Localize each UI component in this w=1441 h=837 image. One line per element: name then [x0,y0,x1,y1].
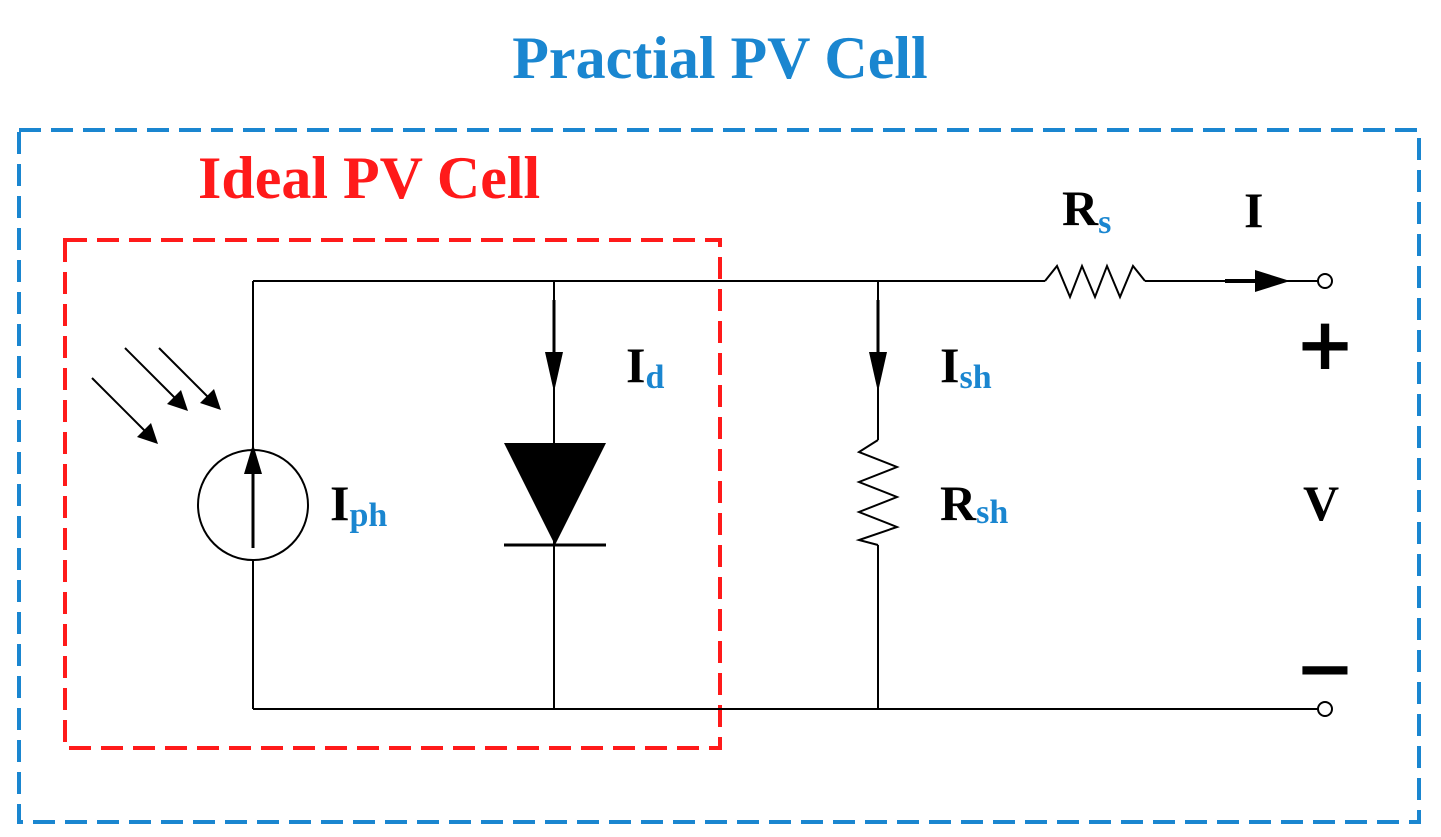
circuit-wires [252,280,1318,710]
diode-current-label: Id [626,337,664,396]
series-resistance-label: Rs [1062,180,1111,241]
ideal-pv-cell-boundary [63,238,722,750]
output-current-label: I [1244,182,1263,238]
diode-current-arrow-icon [545,300,563,392]
photocurrent-label: Iph [330,475,387,534]
ideal-pv-cell-title: Ideal PV Cell [198,145,540,211]
shunt-current-arrow-icon [869,300,887,392]
voltage-label: V [1303,475,1339,531]
shunt-current-label: Ish [940,337,992,396]
current-source-icon [197,444,309,561]
negative-sign: − [1295,626,1355,710]
light-rays-icon [91,347,221,444]
series-resistor-icon [1044,263,1146,300]
shunt-resistor-icon [855,439,900,546]
positive-sign: + [1295,302,1355,386]
negative-terminal-icon [1317,701,1333,717]
practical-pv-cell-title: Practial PV Cell [512,25,927,91]
practical-pv-cell-boundary [17,128,1421,824]
shunt-resistance-label: Rsh [940,475,1008,531]
diode-icon [504,443,606,547]
positive-terminal-icon [1317,273,1333,289]
output-current-arrow-icon [1225,270,1290,292]
